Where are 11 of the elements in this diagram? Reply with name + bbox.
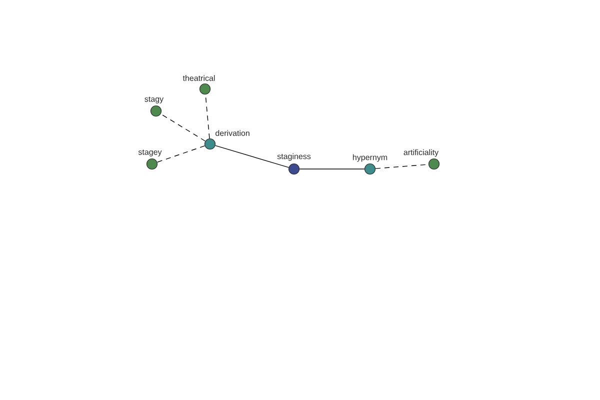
node-label: artificiality [404,149,439,157]
node-label: staginess [277,153,311,161]
dashed-connector [156,145,206,163]
connector-line [299,168,365,170]
node-label: stagey [138,150,162,156]
node-label: derivation [216,130,250,136]
node-label: hypernym [353,154,388,162]
dashed-connector [160,114,206,142]
node-label: stagy [144,96,164,104]
node-label: theatrical [182,75,215,81]
connector-line [214,145,290,168]
